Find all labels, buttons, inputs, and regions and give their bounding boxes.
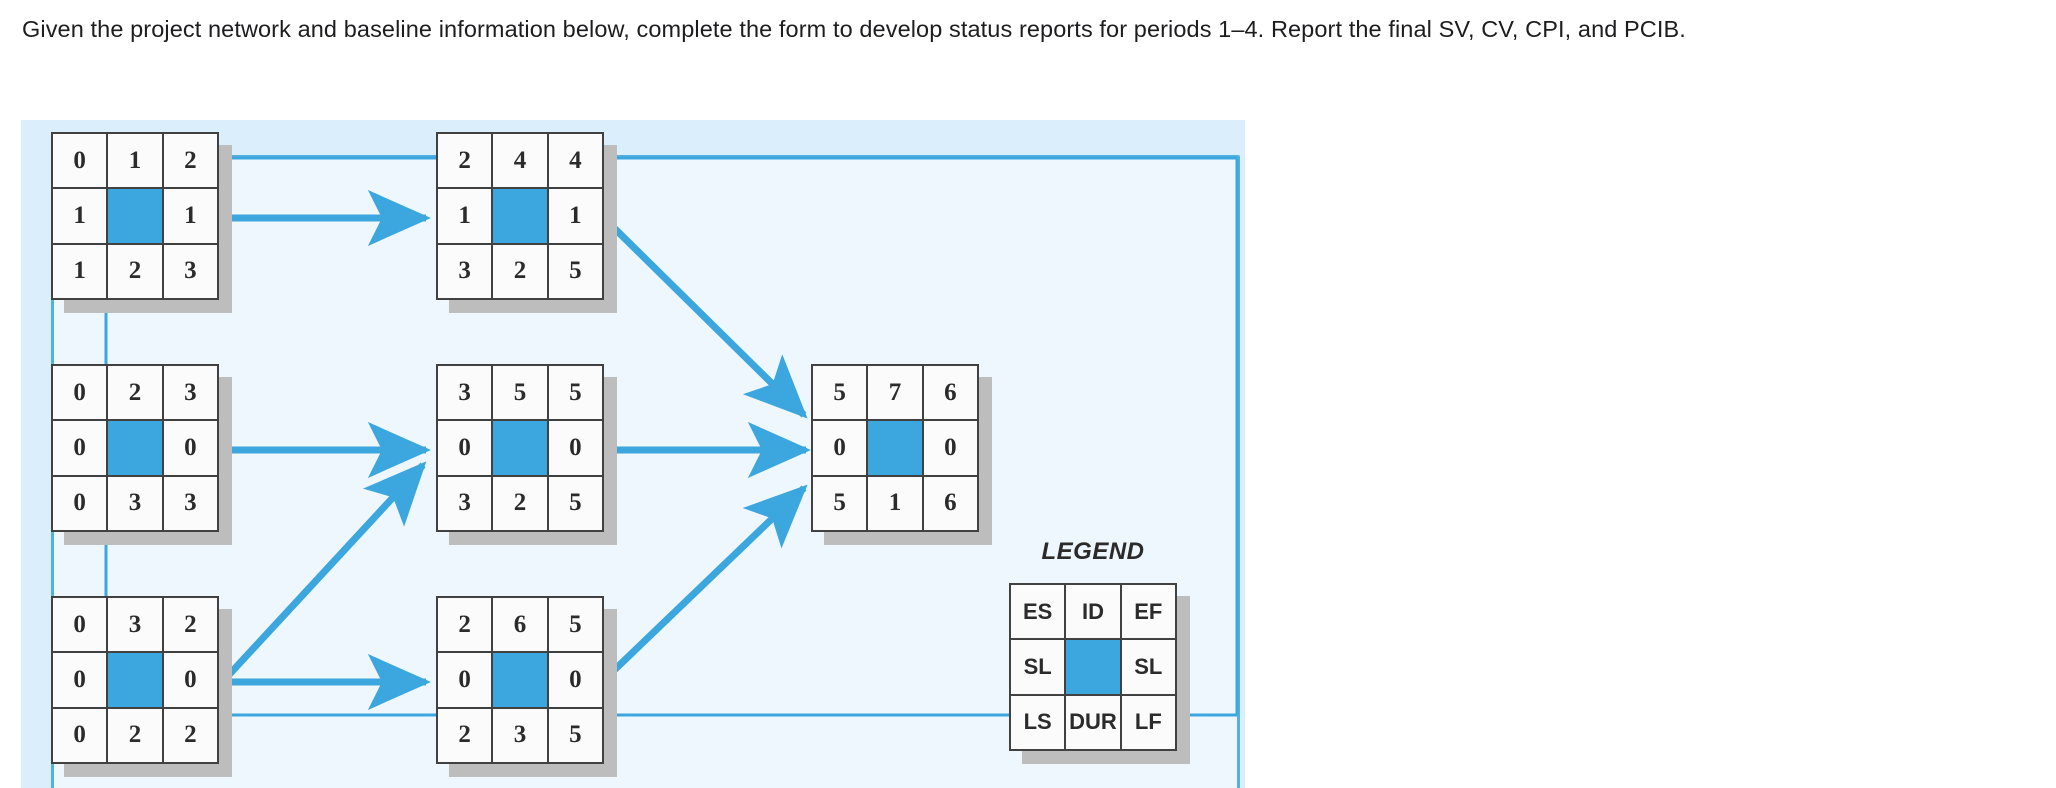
node-id: 2 (108, 366, 162, 420)
node-sl-left: 0 (438, 421, 492, 475)
node-center-swatch (493, 421, 547, 475)
node-dur: 3 (493, 708, 547, 762)
node-dur: 2 (493, 476, 547, 530)
node-ef: 2 (163, 134, 217, 188)
node-center-swatch (108, 653, 162, 707)
node-ef: 6 (923, 366, 977, 420)
network-node-5[interactable]: 3 5 5 0 0 3 2 5 (436, 364, 617, 545)
node-ls: 3 (438, 476, 492, 530)
node-id: 7 (868, 366, 922, 420)
legend-title: LEGEND (1041, 538, 1145, 565)
network-node-6[interactable]: 2 6 5 0 0 2 3 5 (436, 596, 617, 777)
node-grid: 0 3 2 0 0 0 2 2 (51, 596, 219, 764)
node-id: 1 (108, 134, 162, 188)
node-lf: 2 (163, 708, 217, 762)
node-grid: 5 7 6 0 0 5 1 6 (811, 364, 979, 532)
node-ef: 5 (548, 598, 602, 652)
node-ls: 2 (438, 708, 492, 762)
node-lf: 5 (548, 708, 602, 762)
node-ef: 2 (163, 598, 217, 652)
legend-cell-id: ID (1066, 585, 1120, 639)
prompt-line-1: Given the project network and baseline i… (22, 16, 1382, 42)
node-ls: 0 (53, 476, 107, 530)
node-id: 4 (493, 134, 547, 188)
node-es: 2 (438, 598, 492, 652)
node-grid: 2 4 4 1 1 3 2 5 (436, 132, 604, 300)
node-ef: 3 (163, 366, 217, 420)
node-sl-right: 0 (923, 421, 977, 475)
node-ls: 3 (438, 244, 492, 298)
network-node-3[interactable]: 0 3 2 0 0 0 2 2 (51, 596, 232, 777)
question-prompt: Given the project network and baseline i… (22, 12, 1892, 46)
node-id: 6 (493, 598, 547, 652)
legend-box: ES ID EF SL SL LS DUR LF (1009, 583, 1190, 764)
legend-cell-es: ES (1011, 585, 1065, 639)
legend-cell-sl-left: SL (1011, 640, 1065, 694)
node-grid: 2 6 5 0 0 2 3 5 (436, 596, 604, 764)
node-id: 5 (493, 366, 547, 420)
node-id: 3 (108, 598, 162, 652)
legend-cell-ef: EF (1121, 585, 1175, 639)
node-center-swatch (493, 189, 547, 243)
node-dur: 3 (108, 476, 162, 530)
node-dur: 2 (108, 244, 162, 298)
node-sl-left: 0 (813, 421, 867, 475)
legend-center-swatch (1066, 640, 1120, 694)
network-node-7[interactable]: 5 7 6 0 0 5 1 6 (811, 364, 992, 545)
legend-cell-sl-right: SL (1121, 640, 1175, 694)
node-dur: 1 (868, 476, 922, 530)
node-ef: 4 (548, 134, 602, 188)
node-ls: 5 (813, 476, 867, 530)
legend-grid: ES ID EF SL SL LS DUR LF (1009, 583, 1177, 751)
legend-cell-dur: DUR (1066, 695, 1120, 749)
legend-cell-lf: LF (1121, 695, 1175, 749)
project-network-diagram: 0 1 2 1 1 1 2 3 2 4 4 1 1 3 2 (21, 120, 1245, 788)
node-sl-right: 0 (548, 653, 602, 707)
node-sl-right: 1 (163, 189, 217, 243)
node-center-swatch (868, 421, 922, 475)
node-grid: 0 1 2 1 1 1 2 3 (51, 132, 219, 300)
node-dur: 2 (493, 244, 547, 298)
node-lf: 5 (548, 476, 602, 530)
node-ls: 1 (53, 244, 107, 298)
node-sl-left: 0 (53, 421, 107, 475)
node-es: 0 (53, 366, 107, 420)
node-lf: 3 (163, 476, 217, 530)
node-es: 0 (53, 598, 107, 652)
node-es: 3 (438, 366, 492, 420)
node-sl-right: 0 (548, 421, 602, 475)
node-es: 2 (438, 134, 492, 188)
network-node-1[interactable]: 0 1 2 1 1 1 2 3 (51, 132, 232, 313)
node-center-swatch (108, 189, 162, 243)
node-grid: 3 5 5 0 0 3 2 5 (436, 364, 604, 532)
legend-cell-ls: LS (1011, 695, 1065, 749)
node-grid: 0 2 3 0 0 0 3 3 (51, 364, 219, 532)
node-sl-left: 1 (438, 189, 492, 243)
node-sl-left: 0 (53, 653, 107, 707)
node-sl-right: 0 (163, 653, 217, 707)
node-lf: 3 (163, 244, 217, 298)
node-es: 5 (813, 366, 867, 420)
node-sl-left: 1 (53, 189, 107, 243)
node-sl-right: 1 (548, 189, 602, 243)
node-ls: 0 (53, 708, 107, 762)
node-ef: 5 (548, 366, 602, 420)
node-lf: 6 (923, 476, 977, 530)
node-center-swatch (108, 421, 162, 475)
node-sl-left: 0 (438, 653, 492, 707)
prompt-line-2: final SV, CV, CPI, and PCIB. (1388, 16, 1686, 42)
node-sl-right: 0 (163, 421, 217, 475)
node-dur: 2 (108, 708, 162, 762)
node-center-swatch (493, 653, 547, 707)
network-node-2[interactable]: 0 2 3 0 0 0 3 3 (51, 364, 232, 545)
node-lf: 5 (548, 244, 602, 298)
node-es: 0 (53, 134, 107, 188)
network-node-4[interactable]: 2 4 4 1 1 3 2 5 (436, 132, 617, 313)
